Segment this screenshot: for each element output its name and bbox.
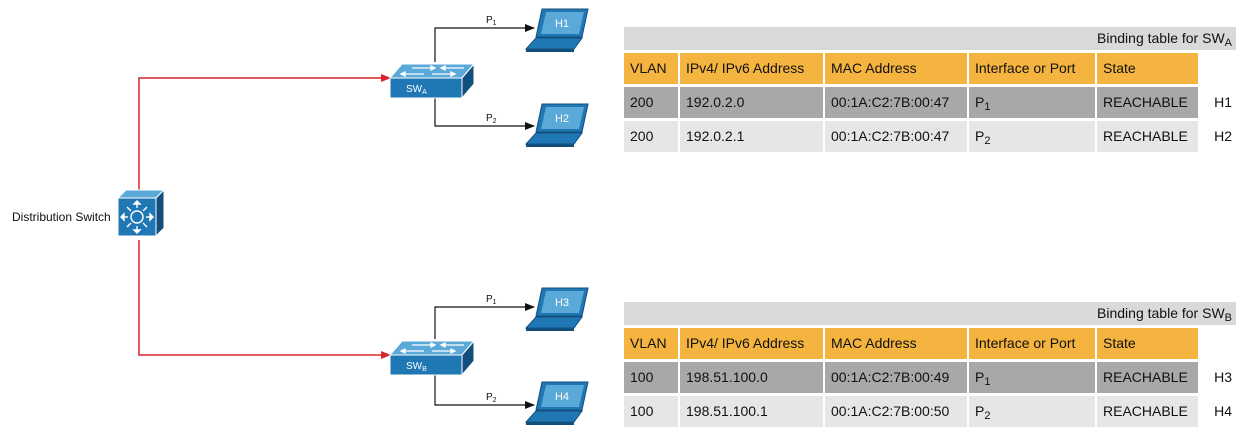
port-label-p2-a: P2	[486, 113, 497, 125]
table-row: 200 192.0.2.0 00:1A:C2:7B:00:47 P1 REACH…	[624, 87, 1236, 118]
link-sw-a-h1	[434, 24, 535, 62]
host-h4-label: H4	[555, 391, 569, 403]
cell-mac: 00:1A:C2:7B:00:49	[825, 362, 967, 393]
cell-mac: 00:1A:C2:7B:00:47	[825, 87, 967, 118]
header-mac: MAC Address	[825, 328, 967, 359]
link-sw-a-h2	[434, 94, 535, 130]
cell-port: P2	[969, 396, 1095, 427]
cell-ip: 192.0.2.1	[680, 121, 823, 152]
cell-state: REACHABLE	[1097, 121, 1198, 152]
header-port: Interface or Port	[969, 53, 1095, 84]
port-label-p1-b: P1	[486, 294, 497, 306]
link-sw-b-h3	[434, 303, 535, 339]
laptop-h2-icon: H2	[524, 103, 589, 147]
binding-table-sw-a: Binding table for SWA VLAN IPv4/ IPv6 Ad…	[624, 27, 1236, 152]
header-state: State	[1097, 328, 1198, 359]
distribution-switch-icon	[116, 188, 166, 238]
binding-table-sw-b: Binding table for SWB VLAN IPv4/ IPv6 Ad…	[624, 302, 1236, 427]
table-row: 100 198.51.100.0 00:1A:C2:7B:00:49 P1 RE…	[624, 362, 1236, 393]
host-h3-label: H3	[555, 297, 569, 309]
distribution-switch-label: Distribution Switch	[12, 210, 111, 224]
cell-mac: 00:1A:C2:7B:00:47	[825, 121, 967, 152]
port-label-p2-b: P2	[486, 392, 497, 404]
cell-host: H2	[1214, 128, 1232, 144]
cell-state: REACHABLE	[1097, 87, 1198, 118]
cell-host: H3	[1214, 369, 1232, 385]
table-row: 100 198.51.100.1 00:1A:C2:7B:00:50 P2 RE…	[624, 396, 1236, 427]
header-state: State	[1097, 53, 1198, 84]
cell-host: H1	[1214, 94, 1232, 110]
laptop-h4-icon: H4	[524, 381, 589, 425]
uplink-to-sw-a	[138, 74, 391, 193]
cell-vlan: 200	[624, 87, 678, 118]
cell-ip: 198.51.100.1	[680, 396, 823, 427]
cell-port: P2	[969, 121, 1095, 152]
switch-a-label: SWA	[406, 84, 427, 96]
cell-port: P1	[969, 87, 1095, 118]
link-sw-b-h4	[434, 371, 535, 409]
uplink-to-sw-b	[138, 240, 391, 359]
header-ip: IPv4/ IPv6 Address	[680, 53, 823, 84]
cell-vlan: 100	[624, 362, 678, 393]
cell-ip: 192.0.2.0	[680, 87, 823, 118]
header-ip: IPv4/ IPv6 Address	[680, 328, 823, 359]
switch-a-icon: SWA	[388, 62, 476, 100]
cell-ip: 198.51.100.0	[680, 362, 823, 393]
host-h1-label: H1	[555, 18, 569, 30]
header-mac: MAC Address	[825, 53, 967, 84]
header-vlan: VLAN	[624, 328, 678, 359]
cell-host: H4	[1214, 403, 1232, 419]
binding-table-title: Binding table for SWA	[624, 27, 1236, 50]
cell-port: P1	[969, 362, 1095, 393]
port-label-p1-a: P1	[486, 15, 497, 27]
cell-state: REACHABLE	[1097, 396, 1198, 427]
switch-b-label: SWB	[406, 361, 427, 373]
cell-vlan: 100	[624, 396, 678, 427]
table-header-row: VLAN IPv4/ IPv6 Address MAC Address Inte…	[624, 53, 1236, 84]
header-port: Interface or Port	[969, 328, 1095, 359]
cell-mac: 00:1A:C2:7B:00:50	[825, 396, 967, 427]
switch-b-icon: SWB	[388, 339, 476, 377]
table-header-row: VLAN IPv4/ IPv6 Address MAC Address Inte…	[624, 328, 1236, 359]
cell-state: REACHABLE	[1097, 362, 1198, 393]
cell-vlan: 200	[624, 121, 678, 152]
laptop-h1-icon: H1	[524, 8, 589, 52]
host-h2-label: H2	[555, 113, 569, 125]
table-row: 200 192.0.2.1 00:1A:C2:7B:00:47 P2 REACH…	[624, 121, 1236, 152]
laptop-h3-icon: H3	[524, 287, 589, 331]
binding-table-title: Binding table for SWB	[624, 302, 1236, 325]
header-vlan: VLAN	[624, 53, 678, 84]
